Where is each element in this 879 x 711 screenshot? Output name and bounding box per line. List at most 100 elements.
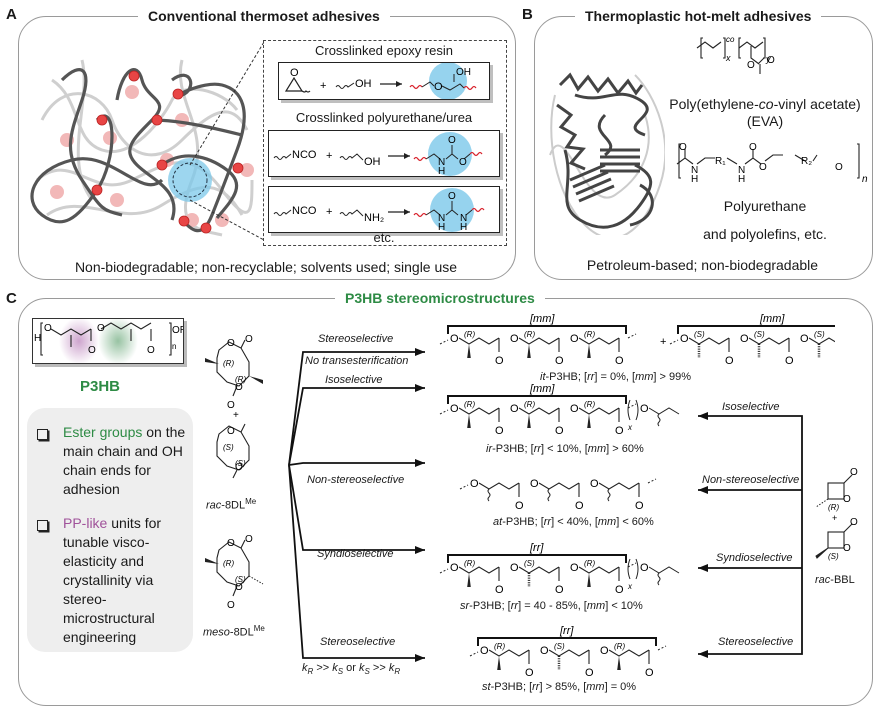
subscript-x: x <box>725 53 731 63</box>
carbonyl-oxygen: O <box>615 425 624 437</box>
svg-text:O: O <box>749 142 757 153</box>
diad-bracket <box>447 325 627 334</box>
carbonyl-oxygen: O <box>525 667 534 679</box>
plus-sign: + <box>320 80 326 92</box>
svg-text:O: O <box>227 400 235 411</box>
tacticity-prefix: at <box>493 516 503 528</box>
svg-text:O: O <box>843 494 851 505</box>
carbonyl-oxygen: O <box>495 584 504 596</box>
oxygen-atom: O <box>600 645 609 657</box>
carbonyl-oxygen: O <box>555 425 564 437</box>
pp-like-highlight <box>59 319 99 363</box>
stereo-s: (S) <box>814 330 825 339</box>
stereo-s: (S) <box>828 552 839 561</box>
chain-end <box>627 403 637 409</box>
product-label-at: at-P3HB; [rr] < 40%, [mm] < 60% <box>493 516 654 528</box>
tacticity-prefix: ir <box>486 443 493 455</box>
svg-text:O: O <box>235 462 243 473</box>
monomer-name: -8DL <box>229 626 254 639</box>
svg-text:N: N <box>438 157 445 168</box>
zoom-callout-lines <box>189 41 265 241</box>
stereo-r: (R) <box>223 559 234 568</box>
stereo-r: (R) <box>524 400 535 409</box>
mm: mm <box>635 371 654 383</box>
product-text: ] < 10%, [ <box>541 443 588 455</box>
mm: mm <box>587 443 607 455</box>
stereo-s: (S) <box>554 642 565 651</box>
hydroxyl-label: OH <box>364 156 381 168</box>
oxygen-atom: O <box>570 403 579 415</box>
wedge-bond <box>587 573 591 587</box>
or-terminus: OR <box>172 325 183 336</box>
monomer-name: -8DL <box>221 499 246 512</box>
route-sublabel: kR >> kS or kS >> kR <box>302 662 400 676</box>
oxygen-atom: O <box>510 333 519 345</box>
polymer-chain: OO(R)OO(R)OO(R)[mm] <box>439 313 637 367</box>
monomer-name: -BBL <box>830 574 855 586</box>
wavy-block <box>648 566 680 586</box>
eva-structure: x co y O O <box>696 35 775 74</box>
subscript-y: y <box>765 54 771 64</box>
plus-sign: + <box>326 150 332 162</box>
or: or <box>343 662 359 674</box>
oxygen-atom: O <box>640 562 649 574</box>
svg-text:H: H <box>438 166 445 176</box>
pp-rest-text: units for tunable visco-elasticity and c… <box>63 515 162 645</box>
backbone-bond <box>518 407 560 415</box>
meso-8dl-me-label: meso-8DLMe <box>203 624 265 639</box>
backbone-bond <box>458 337 500 345</box>
checkbox-icon <box>37 429 48 440</box>
product-text: -P3HB; [ <box>545 371 588 383</box>
k: k <box>359 662 365 674</box>
urethane-reaction: NCO + OH NH OO <box>273 132 483 176</box>
panel-a-title: Conventional thermoset adhesives <box>138 8 390 24</box>
diad-label: [rr] <box>559 625 574 637</box>
oxygen-atom: O <box>510 562 519 574</box>
highlight-region <box>168 158 212 202</box>
svg-text:O: O <box>835 162 843 173</box>
r1-label: R₁ <box>715 156 726 167</box>
product-label-ir: ir-P3HB; [rr] < 10%, [mm] > 60% <box>486 443 644 455</box>
product-text: -P3HB; [ <box>490 681 533 693</box>
stereo-r: (R) <box>584 330 595 339</box>
epoxy-title: Crosslinked epoxy resin <box>314 43 453 58</box>
epoxide-oxygen: O <box>290 67 299 79</box>
co-label: co <box>726 35 735 44</box>
wavy-bond <box>607 488 611 502</box>
backbone-bond <box>578 337 620 345</box>
oxygen-atom: O <box>450 403 459 415</box>
chain-end <box>647 478 657 484</box>
svg-text:O: O <box>245 334 253 345</box>
wedge-bond <box>587 414 591 428</box>
wavy-bond <box>547 488 551 502</box>
chain-end <box>669 339 679 345</box>
stereo-r: (R) <box>235 375 246 384</box>
r2-label: R₂ <box>801 156 812 167</box>
backbone-bond <box>478 482 520 490</box>
feature-ester: Ester groups on the main chain and OH ch… <box>63 423 191 499</box>
stereo-r: (R) <box>464 559 475 568</box>
product-highlight <box>429 63 467 99</box>
chain-end <box>657 645 667 651</box>
stereo-s: (S) <box>754 330 765 339</box>
isocyanate-label: NCO <box>292 205 317 217</box>
carbonyl-oxygen: O <box>725 355 734 365</box>
etc-label: etc. <box>373 230 395 245</box>
svg-text:O: O <box>245 534 253 545</box>
stereo-s: (S) <box>223 443 234 452</box>
carbonyl-oxygen: O <box>555 355 564 367</box>
svg-text:O: O <box>227 426 235 437</box>
product-text: ] > 85%, [ <box>539 681 587 693</box>
polyurethane-structure: O NH R₁ NH O O R₂ O n <box>676 142 868 185</box>
h-terminus: H <box>34 333 41 344</box>
diad-bracket <box>477 637 657 646</box>
wedge-bond <box>527 344 531 358</box>
stereo-r: (R) <box>464 400 475 409</box>
eva-name-part: Poly(ethylene- <box>669 96 759 112</box>
mm: mm <box>597 516 617 528</box>
oxygen-atom: O <box>740 333 749 345</box>
chain-end <box>459 484 469 490</box>
carbonyl-oxygen: O <box>575 500 584 512</box>
route-label: Isoselective <box>722 401 780 413</box>
backbone-bond <box>538 482 580 490</box>
